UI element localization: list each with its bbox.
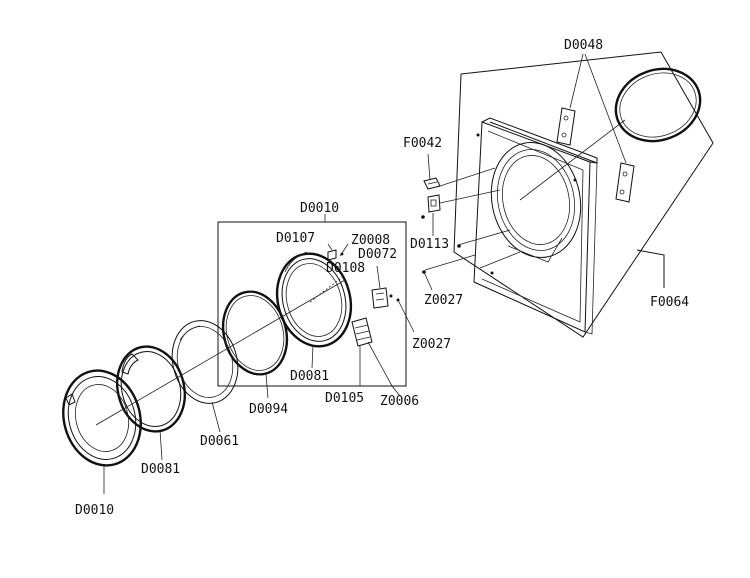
label-d0061: D0061 [200, 434, 239, 449]
front-panel-group [421, 51, 714, 338]
hinge-lower [615, 162, 635, 203]
d0048-leader-a [569, 53, 584, 109]
d0048-leader-b [584, 53, 627, 164]
label-z0008: Z0008 [351, 233, 390, 248]
panel-gasket-ring [614, 67, 702, 143]
label-f0064: F0064 [650, 295, 689, 310]
label-z0027-top: Z0027 [424, 293, 463, 308]
glass-seal-ring-d0094 [221, 290, 289, 376]
latch-f0042 [423, 177, 441, 190]
d0072-leader [376, 265, 381, 289]
label-d0010-box: D0010 [300, 201, 339, 216]
assembly-axis [95, 279, 346, 426]
outer-door-frame-d0081 [116, 345, 186, 433]
label-d0094: D0094 [249, 402, 288, 417]
z0027-top-leader [423, 271, 433, 291]
d0061-leader [211, 401, 221, 433]
hinge-upper [556, 107, 576, 146]
d0081-outer-leader [159, 429, 163, 461]
part-d0105 [351, 317, 373, 347]
front-panel-door-opening [490, 142, 582, 258]
label-d0081-inner: D0081 [290, 369, 329, 384]
part-d0113 [427, 194, 441, 213]
label-z0006: Z0006 [380, 394, 419, 409]
d0081-inner-leader [311, 344, 314, 369]
label-d0108: D0108 [326, 261, 365, 276]
label-d0081-outer: D0081 [141, 462, 180, 477]
label-d0048: D0048 [564, 38, 603, 53]
label-f0042: F0042 [403, 136, 442, 151]
door-inner-group-outline [217, 221, 407, 387]
label-d0105: D0105 [325, 391, 364, 406]
part-d0072 [371, 287, 400, 309]
label-d0113: D0113 [410, 237, 449, 252]
f0064-leader [636, 249, 665, 288]
z0027-mid-leader [397, 299, 415, 333]
label-d0072: D0072 [358, 247, 397, 262]
f0042-leader [427, 153, 431, 181]
label-d0107: D0107 [276, 231, 315, 246]
door-assembly-d0010 [62, 369, 142, 467]
part-d0107 [327, 249, 337, 261]
door-glass-d0061 [171, 320, 239, 404]
front-panel [473, 117, 598, 335]
d0094-leader [265, 373, 269, 399]
label-d0010-door: D0010 [75, 503, 114, 518]
front-panel-group-outline [453, 51, 714, 338]
label-z0027-mid: Z0027 [412, 337, 451, 352]
z0006-leader [367, 341, 393, 387]
d0107-leader [327, 243, 333, 251]
